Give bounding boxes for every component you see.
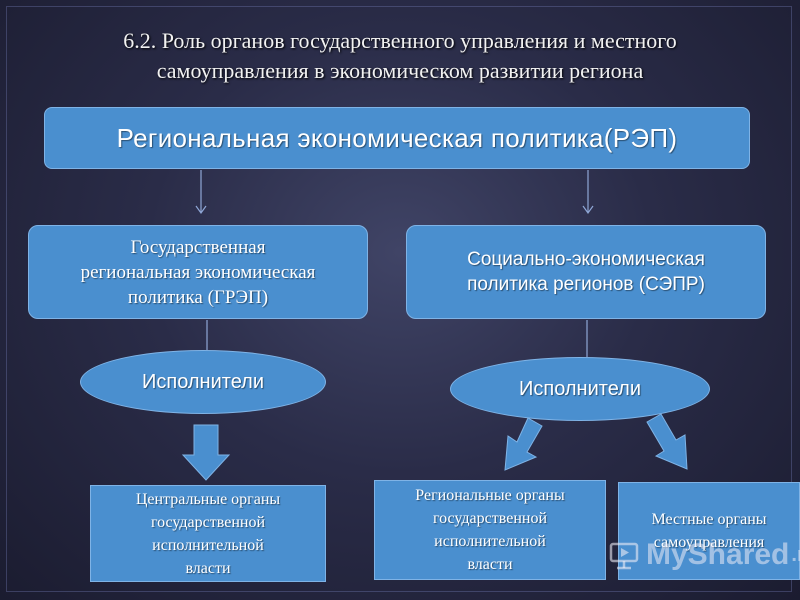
regional-line-2: государственной xyxy=(432,510,547,527)
regional-line-3: исполнительной xyxy=(434,533,546,550)
box-regional-economic-policy: Региональная экономическая политика(РЭП) xyxy=(44,107,750,169)
central-line-4: власти xyxy=(185,559,231,577)
central-line-1: Центральные органы xyxy=(135,490,281,508)
slide-title: 6.2. Роль органов государственного управ… xyxy=(40,26,760,86)
oval-executors-left: Исполнители xyxy=(80,350,326,414)
grep-line-3: политика (ГРЭП) xyxy=(127,286,269,308)
sepr-line-1: Социально-экономическая xyxy=(467,249,705,270)
sepr-line-2: политика регионов (СЭПР) xyxy=(467,274,705,295)
watermark-name: MyShared xyxy=(646,538,790,571)
slideshow-icon xyxy=(609,542,639,570)
local-line-1: Местные органы xyxy=(651,511,767,528)
regional-line-1: Региональные органы xyxy=(415,487,565,504)
central-line-3: исполнительной xyxy=(152,536,264,554)
slide-frame xyxy=(6,6,792,592)
watermark: MyShared .ru xyxy=(608,538,800,572)
oval-executors-left-label: Исполнители xyxy=(141,370,264,393)
central-line-2: государственной xyxy=(150,513,265,531)
title-line-1: 6.2. Роль органов государственного управ… xyxy=(123,28,677,53)
box-socio-economic-policy: Социально-экономическая политика регионо… xyxy=(406,225,766,319)
box-regional-authorities: Региональные органы государственной испо… xyxy=(374,480,606,580)
grep-line-1: Государственная xyxy=(130,236,266,258)
regional-line-4: власти xyxy=(467,556,513,573)
grep-line-2: региональная экономическая xyxy=(80,261,316,283)
box-state-regional-policy: Государственная региональная экономическ… xyxy=(28,225,368,319)
box-local-self-government: Местные органы самоуправления xyxy=(618,482,800,580)
oval-executors-right-label: Исполнители xyxy=(518,377,641,400)
oval-executors-right: Исполнители xyxy=(450,357,710,421)
box-central-authorities: Центральные органы государственной испол… xyxy=(90,485,326,582)
local-line-2: самоуправления xyxy=(653,534,765,551)
title-line-2: самоуправления в экономическом развитии … xyxy=(156,58,644,83)
box-regional-economic-policy-label: Региональная экономическая политика(РЭП) xyxy=(116,122,678,153)
watermark-suffix: .ru xyxy=(791,543,800,566)
